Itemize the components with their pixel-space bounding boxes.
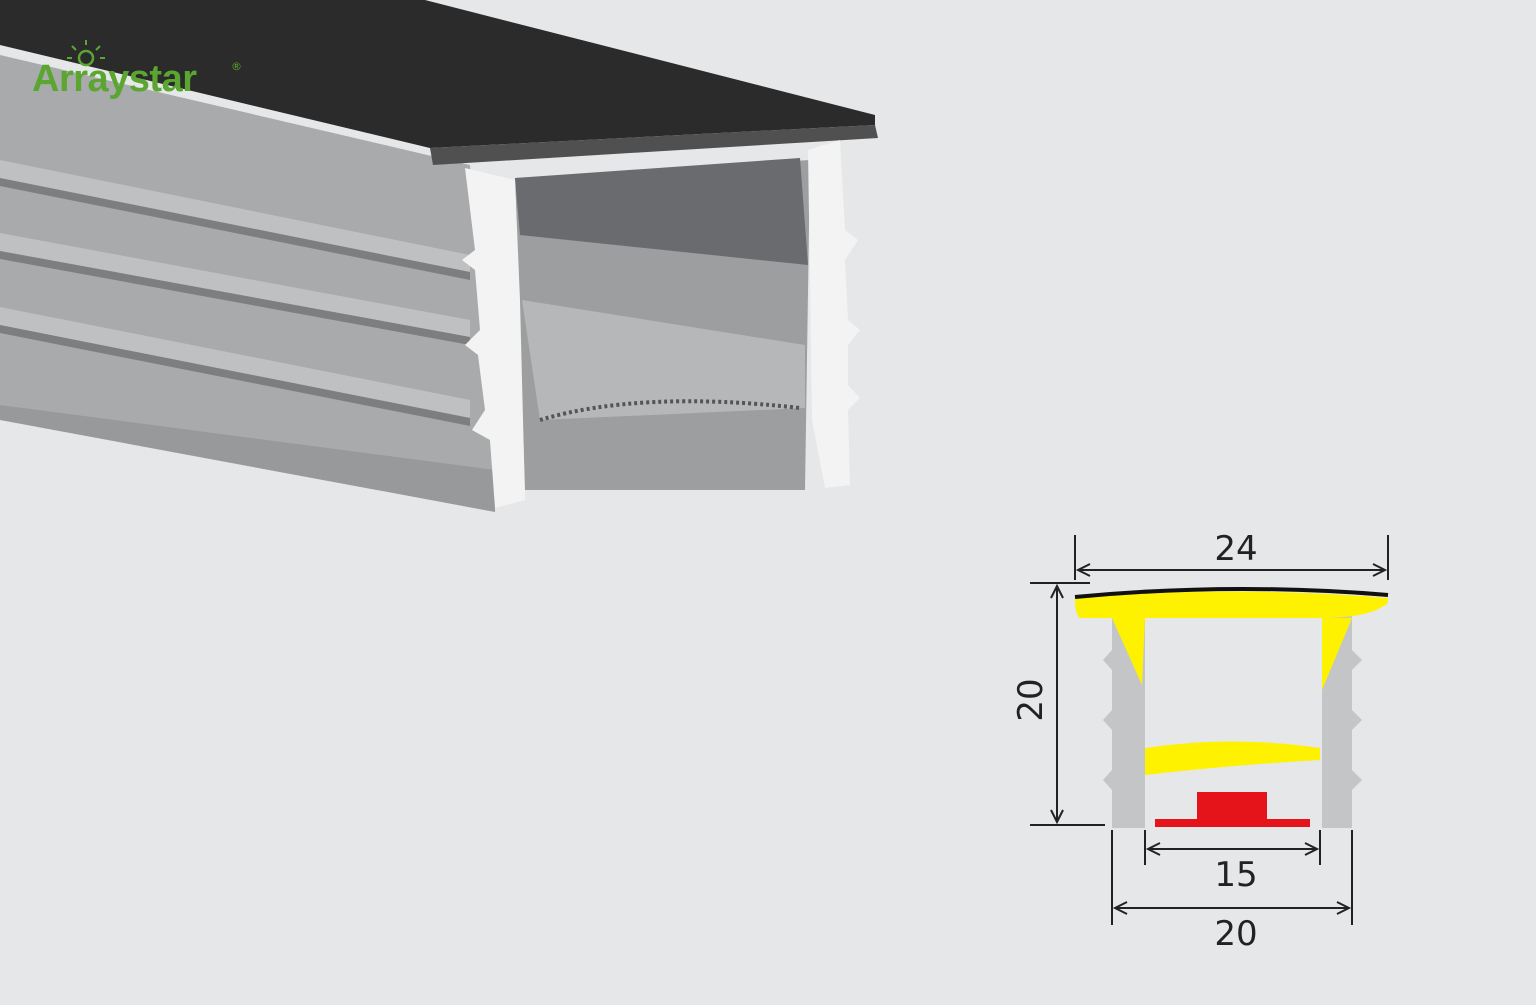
dim-label-height: 20 [1011,678,1051,721]
profile-3d-cap-edge [430,125,878,165]
profile-3d-bottom-strip [0,405,495,512]
section-cap-top-line [1074,586,1389,599]
dimension-lines [1030,535,1389,925]
dim-label-top-width: 24 [1214,529,1257,569]
brand-trademark: ® [231,60,242,73]
logo-icon [67,40,105,67]
profile-3d-cap [0,0,875,148]
profile-3d-view [0,0,878,512]
section-led-chip [1197,792,1267,822]
profile-3d-cavity-diffuser [522,300,805,420]
profile-3d-left-wall [462,168,525,508]
dim-label-bottom-width: 20 [1214,914,1257,954]
section-inner-diffuser [1145,741,1320,775]
brand-logo-text: Arraystar [32,58,197,100]
profile-3d-cavity-top [515,158,808,265]
profile-3d-diffuser-teeth [539,399,801,422]
dim-label-inner-width: 15 [1214,855,1257,895]
cross-section [1074,586,1389,828]
section-led-pcb [1155,819,1310,827]
section-right-wall [1322,615,1362,828]
profile-3d-ridges [0,160,470,426]
section-diffuser-cap [1075,591,1388,690]
profile-3d-right-wall [808,140,860,488]
